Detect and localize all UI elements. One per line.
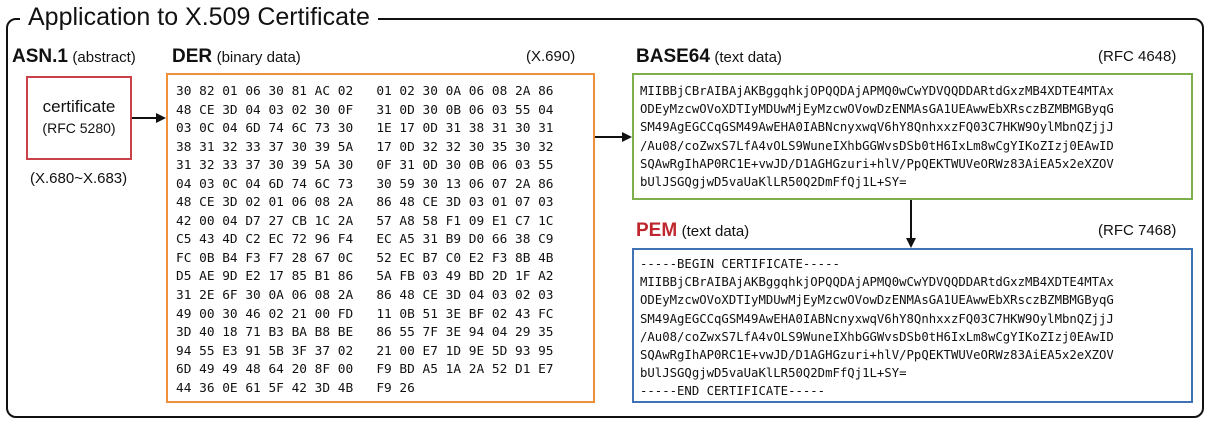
der-hex-line: 03 0C 04 6D 74 6C 73 30 1E 17 0D 31 38 3… — [176, 121, 554, 137]
der-header: DER (binary data) — [172, 46, 301, 68]
der-sublabel: (binary data) — [216, 49, 301, 66]
asn1-certificate-box: certificate (RFC 5280) — [26, 76, 132, 160]
pem-line: -----END CERTIFICATE----- — [640, 384, 826, 399]
der-hex-line: C5 43 4D C2 EC 72 96 F4 EC A5 31 B9 D0 6… — [176, 232, 554, 248]
base64-line: MIIBBjCBrAIBAjAKBggqhkjOPQQDAjAPMQ0wCwYD… — [640, 84, 1114, 98]
base64-sublabel: (text data) — [714, 49, 782, 66]
base64-line: /Au08/coZwxS7LfA4vOLS9WuneIXhbGGWvsDSb0t… — [640, 138, 1114, 153]
asn1-header: ASN.1 (abstract) — [12, 46, 136, 68]
der-hex-line: 3D 40 18 71 B3 BA B8 BE 86 55 7F 3E 94 0… — [176, 325, 554, 341]
der-hex-line: 6D 49 49 48 64 20 8F 00 F9 BD A5 1A 2A 5… — [176, 362, 554, 378]
diagram-title: Application to X.509 Certificate — [20, 2, 378, 32]
der-hex-line: 31 2E 6F 30 0A 06 08 2A 86 48 CE 3D 04 0… — [176, 288, 554, 304]
outer-frame — [6, 18, 1204, 418]
der-hex-line: 48 CE 3D 02 01 06 08 2A 86 48 CE 3D 03 0… — [176, 195, 554, 211]
base64-header: BASE64 (text data) — [636, 46, 782, 68]
pem-standard: (RFC 7468) — [1098, 222, 1177, 239]
base64-text: MIIBBjCBrAIBAjAKBggqhkjOPQQDAjAPMQ0wCwYD… — [640, 82, 1114, 191]
pem-line: SQAwRgIhAP0RC1E+vwJD/D1AGHGzuri+hlV/PpQE… — [640, 348, 1114, 363]
der-hex-line: 94 55 E3 91 5B 3F 37 02 21 00 E7 1D 9E 5… — [176, 343, 554, 359]
der-hex-line: 30 82 01 06 30 81 AC 02 01 02 30 0A 06 0… — [176, 84, 554, 99]
pem-box: -----BEGIN CERTIFICATE----- MIIBBjCBrAIBA… — [632, 248, 1193, 403]
der-hex-line: 48 CE 3D 04 03 02 30 0F 31 0D 30 0B 06 0… — [176, 102, 554, 118]
der-box: 30 82 01 06 30 81 AC 02 01 02 30 0A 06 0… — [166, 73, 595, 403]
base64-line: SQAwRgIhAP0RC1E+vwJD/D1AGHGzuri+hlV/PpQE… — [640, 156, 1114, 171]
base64-line: SM49AgEGCCqGSM49AwEHA0IABNcnyxwqV6hY8Qnh… — [640, 120, 1114, 135]
der-hex-dump: 30 82 01 06 30 81 AC 02 01 02 30 0A 06 0… — [176, 83, 554, 398]
der-standard: (X.690) — [526, 48, 576, 65]
pem-text: -----BEGIN CERTIFICATE----- MIIBBjCBrAIBA… — [640, 255, 1114, 401]
pem-line: SM49AgEGCCqGSM49AwEHA0IABNcnyxwqV6hY8Qnh… — [640, 311, 1114, 326]
der-hex-line: FC 0B B4 F3 F7 28 67 0C 52 EC B7 C0 E2 F… — [176, 250, 554, 266]
base64-standard: (RFC 4648) — [1098, 48, 1177, 65]
asn1-label: ASN.1 — [12, 46, 68, 67]
pem-label: PEM — [636, 220, 678, 241]
pem-line: /Au08/coZwxS7LfA4vOLS9WuneIXhbGGWvsDSb0t… — [640, 329, 1114, 344]
base64-line: ODEyMzcwOVoXDTIyMDUwMjEyMzcwOVowDzENMAsG… — [640, 102, 1114, 117]
asn1-box-title: certificate — [42, 97, 116, 116]
der-hex-line: 42 00 04 D7 27 CB 1C 2A 57 A8 58 F1 09 E… — [176, 213, 554, 229]
der-hex-line: 04 03 0C 04 6D 74 6C 73 30 59 30 13 06 0… — [176, 176, 554, 192]
asn1-sublabel: (abstract) — [72, 49, 136, 66]
der-hex-line: D5 AE 9D E2 17 85 B1 86 5A FB 03 49 BD 2… — [176, 269, 554, 285]
der-hex-line: 49 00 30 46 02 21 00 FD 11 0B 51 3E BF 0… — [176, 306, 554, 322]
der-hex-line: 31 32 33 37 30 39 5A 30 0F 31 0D 30 0B 0… — [176, 158, 554, 174]
pem-line: -----BEGIN CERTIFICATE----- — [640, 257, 840, 271]
pem-header: PEM (text data) — [636, 220, 749, 242]
base64-line: bUlJSGQgjwD5vaUaKlLR50Q2DmFfQj1L+SY= — [640, 175, 907, 190]
pem-line: MIIBBjCBrAIBAjAKBggqhkjOPQQDAjAPMQ0wCwYD… — [640, 275, 1114, 290]
pem-line: ODEyMzcwOVoXDTIyMDUwMjEyMzcwOVowDzENMAsG… — [640, 293, 1114, 308]
asn1-standard: (X.680~X.683) — [30, 170, 128, 187]
base64-label: BASE64 — [636, 46, 710, 67]
der-hex-line: 44 36 0E 61 5F 42 3D 4B F9 26 — [176, 380, 415, 396]
der-label: DER — [172, 46, 213, 67]
der-hex-line: 38 31 32 33 37 30 39 5A 17 0D 32 32 30 3… — [176, 139, 554, 155]
asn1-box-rfc: (RFC 5280) — [42, 120, 116, 136]
pem-line: bUlJSGQgjwD5vaUaKlLR50Q2DmFfQj1L+SY= — [640, 366, 907, 381]
pem-sublabel: (text data) — [681, 223, 750, 240]
base64-box: MIIBBjCBrAIBAjAKBggqhkjOPQQDAjAPMQ0wCwYD… — [632, 73, 1193, 200]
